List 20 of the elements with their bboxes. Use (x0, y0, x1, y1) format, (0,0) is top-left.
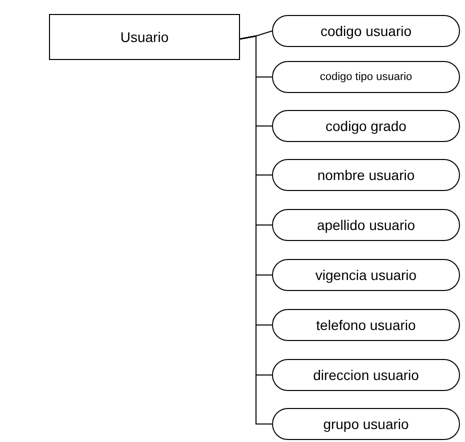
attribute-pill (272, 15, 460, 47)
attribute-name: codigo usuario (320, 23, 412, 39)
attribute-pill (272, 408, 460, 440)
attribute-pill (272, 110, 460, 142)
attribute-pill (272, 159, 460, 191)
attribute-pill (272, 61, 460, 93)
attribute-name: codigo tipo usuario (320, 71, 412, 83)
attribute-name: telefono usuario (316, 317, 416, 333)
attribute-name: vigencia usuario (315, 267, 417, 283)
attribute-name: direccion usuario (313, 367, 419, 383)
attribute-name: nombre usuario (317, 167, 415, 183)
attribute-pill (272, 259, 460, 291)
attribute-pill (272, 359, 460, 391)
attribute-pill (272, 209, 460, 241)
attribute-name: codigo grado (326, 118, 406, 134)
entity-box (49, 14, 240, 60)
attribute-pill (272, 309, 460, 341)
attribute-name: apellido usuario (316, 217, 416, 233)
entity-name: Usuario (120, 29, 169, 45)
attribute-name: grupo usuario (323, 416, 409, 432)
